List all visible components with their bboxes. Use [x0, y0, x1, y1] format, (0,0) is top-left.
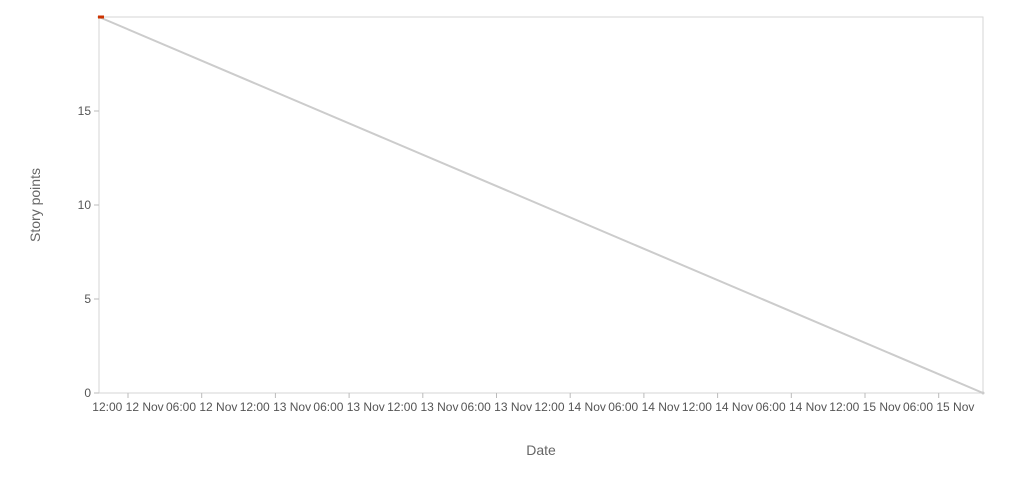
x-tick-label-7: 06:00 14 Nov: [608, 400, 679, 414]
x-tick-label-8: 12:00 14 Nov: [682, 400, 753, 414]
x-tick-label-3: 06:00 13 Nov: [313, 400, 384, 414]
y-tick-label-0: 0: [84, 386, 91, 400]
start-marker-0: [98, 15, 104, 19]
y-tick-label-2: 10: [78, 198, 92, 212]
x-tick-label-2: 12:00 13 Nov: [240, 400, 311, 414]
x-tick-label-1: 06:00 12 Nov: [166, 400, 237, 414]
x-tick-label-5: 06:00 13 Nov: [461, 400, 532, 414]
x-tick-label-11: 06:00 15 Nov: [903, 400, 974, 414]
x-tick-label-6: 12:00 14 Nov: [535, 400, 606, 414]
x-axis-title: Date: [526, 442, 556, 458]
x-tick-label-4: 12:00 13 Nov: [387, 400, 458, 414]
y-axis-title: Story points: [27, 168, 43, 242]
series-point-0-1: [981, 391, 985, 395]
series-line-0: [98, 16, 984, 394]
x-tick-label-10: 12:00 15 Nov: [829, 400, 900, 414]
y-tick-label-3: 15: [78, 104, 92, 118]
x-tick-label-9: 06:00 14 Nov: [756, 400, 827, 414]
y-tick-label-1: 5: [84, 292, 91, 306]
x-tick-label-0: 12:00 12 Nov: [92, 400, 163, 414]
series-layer: [97, 15, 985, 395]
y-axis: 0 5 10 15: [78, 104, 99, 400]
